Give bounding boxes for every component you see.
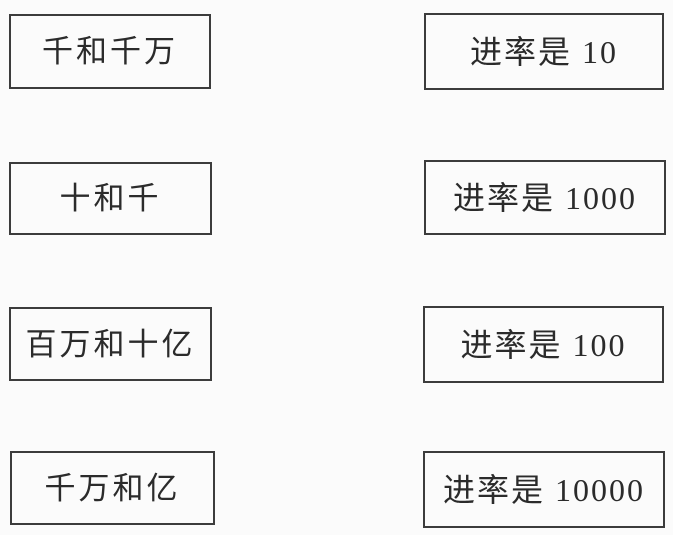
unit-pair-box-2[interactable]: 十和千: [9, 162, 212, 235]
rate-label-1: 进率是 10: [469, 33, 618, 70]
unit-pair-box-3[interactable]: 百万和十亿: [9, 307, 212, 381]
rate-label-2: 进率是 1000: [452, 179, 637, 216]
unit-pair-label-2: 十和千: [59, 181, 162, 216]
rate-label-3: 进率是 100: [460, 326, 627, 363]
unit-pair-box-4[interactable]: 千万和亿: [10, 451, 215, 525]
rate-box-1[interactable]: 进率是 10: [424, 13, 664, 90]
rate-box-3[interactable]: 进率是 100: [423, 306, 664, 383]
rate-label-4: 进率是 10000: [442, 471, 645, 508]
unit-pair-label-1: 千和千万: [42, 34, 178, 69]
rate-box-4[interactable]: 进率是 10000: [423, 451, 665, 528]
unit-pair-box-1[interactable]: 千和千万: [9, 14, 211, 89]
unit-pair-label-4: 千万和亿: [44, 470, 181, 506]
unit-pair-label-3: 百万和十亿: [25, 326, 196, 362]
rate-box-2[interactable]: 进率是 1000: [424, 160, 666, 235]
